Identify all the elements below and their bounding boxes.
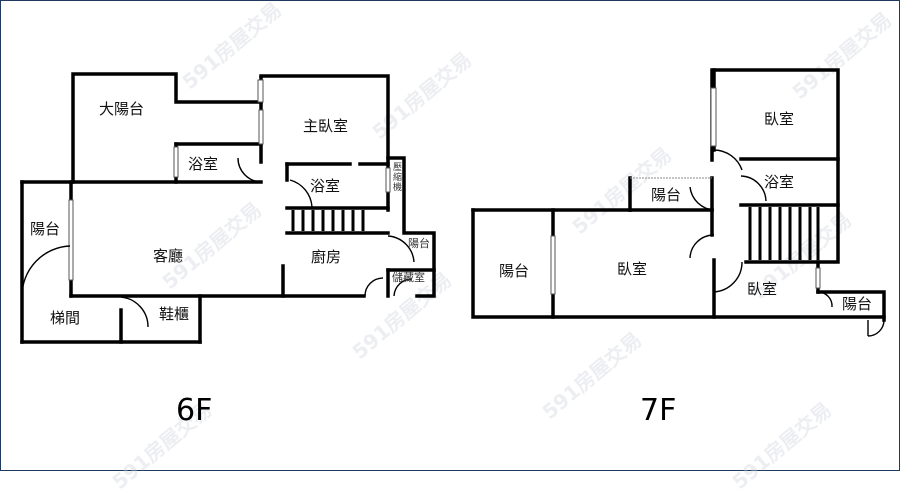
room-label-6f-stairwell: 梯間	[50, 309, 81, 327]
room-label-7f-bathroom: 浴室	[764, 173, 795, 191]
room-label-6f-big-balcony: 大陽台	[99, 100, 145, 118]
room-label-6f-bathroom-a: 浴室	[188, 155, 219, 173]
room-label-7f-bedroom-small: 臥室	[747, 280, 778, 298]
floor-label-7f: 7F	[640, 393, 677, 428]
floor-label-6f: 6F	[176, 393, 213, 428]
floor-6f-walls	[20, 72, 436, 344]
room-label-6f-storage: 儲藏室	[392, 271, 425, 284]
room-label-7f-bedroom-top: 臥室	[764, 110, 795, 128]
room-label-6f-living-room: 客廳	[153, 247, 184, 265]
floor-plan-drawing	[20, 68, 886, 344]
floor-6f-windows	[68, 79, 391, 281]
room-label-6f-master-bedroom: 主臥室	[303, 117, 349, 135]
floor-6f-doors	[21, 157, 415, 328]
room-label-7f-balcony-right: 陽台	[842, 295, 873, 313]
room-label-6f-balcony-small: 陽台	[408, 237, 430, 250]
floor-7f-walls	[471, 68, 886, 322]
room-label-6f-bathroom-b: 浴室	[310, 177, 341, 195]
room-label-6f-balcony-left: 陽台	[30, 220, 61, 238]
floor-7f-stairs	[748, 207, 820, 260]
room-label-6f-shoe-cabinet: 鞋櫃	[159, 305, 190, 323]
room-label-7f-balcony-left: 陽台	[499, 262, 530, 280]
floor-6f-stairs	[291, 210, 365, 231]
floor-7f-doors	[689, 149, 885, 337]
room-label-7f-bedroom-main: 臥室	[617, 260, 648, 278]
room-label-6f-kitchen: 廚房	[311, 248, 342, 266]
room-label-7f-balcony-mid: 陽台	[651, 186, 682, 204]
room-label-6f-compressor: 壓縮機	[391, 162, 401, 192]
floor-7f-windows	[550, 87, 821, 295]
